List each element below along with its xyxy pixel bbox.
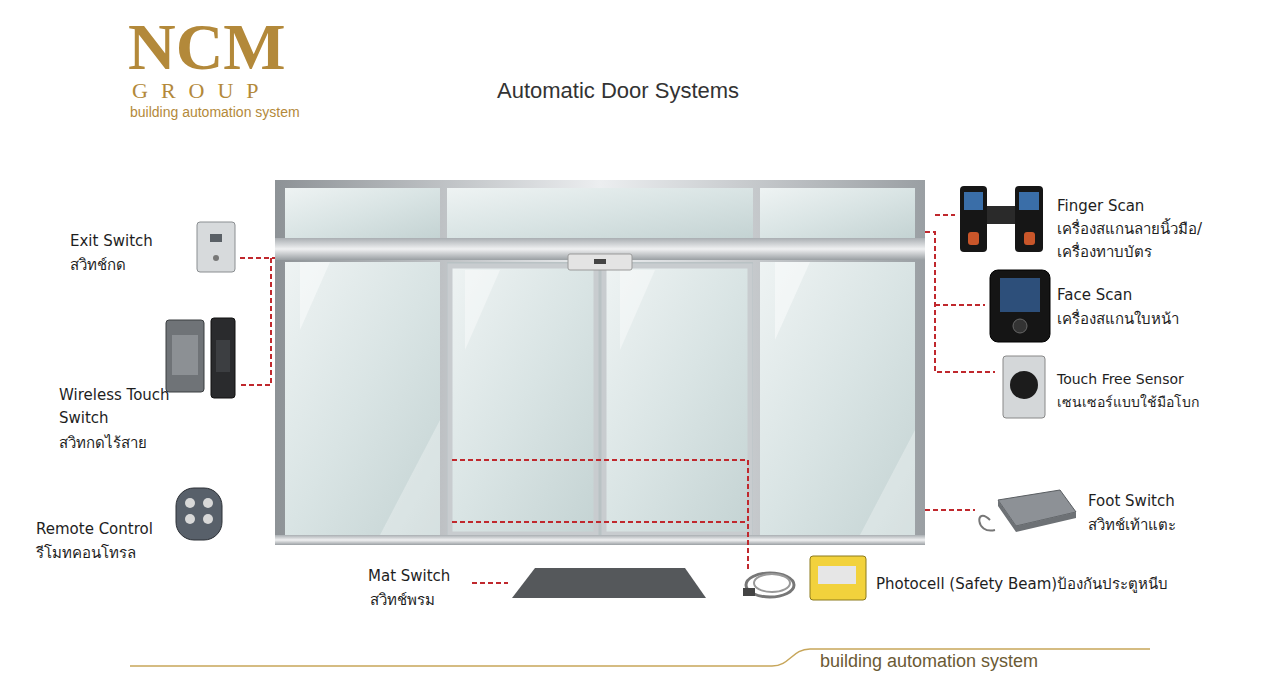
glass-reflection xyxy=(465,270,500,350)
fixed-glass xyxy=(760,262,915,535)
leader-line xyxy=(935,304,985,306)
diagram-title: Automatic Door Systems xyxy=(497,78,739,104)
foot-switch-icon xyxy=(979,490,1076,532)
reader-screen xyxy=(964,192,983,210)
finger-pad xyxy=(1024,232,1035,245)
door-frame xyxy=(275,180,925,545)
cable-coil xyxy=(754,574,790,592)
device-label: Foot Switch xyxy=(1088,490,1175,513)
mat xyxy=(512,568,706,598)
remote-button xyxy=(185,514,195,524)
device-label-thai: สวิทช์กด xyxy=(70,254,126,277)
reader-screen xyxy=(1019,192,1039,210)
device-label: Finger Scan xyxy=(1057,195,1144,218)
leader-lines xyxy=(240,215,995,583)
face-scan-icon xyxy=(990,270,1050,342)
transom-glass xyxy=(760,188,915,238)
control-box xyxy=(810,556,866,600)
device-label-thai: รีโมทคอนโทรล xyxy=(36,542,136,565)
device-label-thai: สวิทช์เท้าแตะ xyxy=(1088,514,1176,537)
finger-scan-icon xyxy=(960,186,1043,252)
leader-line xyxy=(925,509,975,511)
leader-line xyxy=(240,257,275,259)
receiver-face xyxy=(172,335,198,375)
switch-screw xyxy=(213,255,219,261)
glass-reflection xyxy=(860,430,915,535)
glass-reflection xyxy=(300,262,330,330)
device-label-thai: สวิทกดไร้สาย xyxy=(59,432,147,455)
mat-switch-icon xyxy=(512,568,706,598)
sliding-leaf xyxy=(604,266,750,534)
pedal-cable xyxy=(979,516,995,531)
glass-reflection xyxy=(620,270,655,350)
door-operator xyxy=(568,254,632,270)
device-label: Photocell (Safety Beam)ป้องกันประตูหนีบ xyxy=(876,573,1181,596)
leader-line xyxy=(452,460,748,570)
pedal-base xyxy=(998,500,1076,532)
device-label: Remote Control xyxy=(36,518,153,541)
sensor-plate xyxy=(1003,356,1045,418)
sensor-head xyxy=(743,588,755,596)
photocell-icon xyxy=(743,556,866,600)
switch-plate xyxy=(197,222,235,272)
door-opening xyxy=(447,262,753,535)
logo-wordmark: NCM xyxy=(128,14,286,80)
push-area xyxy=(216,340,230,372)
switch-button xyxy=(210,234,222,242)
box-label xyxy=(818,566,856,584)
leader-line xyxy=(935,214,955,216)
exit-switch-icon xyxy=(197,222,235,272)
glass-reflection xyxy=(380,420,440,535)
leader-line xyxy=(925,232,995,372)
operator-sensor xyxy=(594,259,606,264)
fixed-glass xyxy=(285,262,440,535)
device-label: Face Scan xyxy=(1057,284,1132,307)
remote-control-icon xyxy=(176,488,222,540)
mount-bracket xyxy=(987,206,1015,224)
scanner-camera xyxy=(1013,319,1027,333)
sliding-leaf xyxy=(450,266,596,534)
device-label: Wireless Touch Switch xyxy=(59,384,174,429)
device-label-thai: เซนเซอร์แบบใช้มือโบก xyxy=(1057,392,1199,413)
scanner-body xyxy=(990,270,1050,342)
device-label-thai: เครื่องสแกนลายนิ้วมือ/เครื่องทาบบัตร xyxy=(1057,218,1227,263)
glass-reflection xyxy=(775,262,810,340)
frame-outer xyxy=(275,180,925,545)
sensor-eye xyxy=(1010,371,1038,399)
footer-tagline: building automation system xyxy=(820,652,1038,672)
device-label: Touch Free Sensor xyxy=(1057,369,1184,390)
receiver-box xyxy=(166,320,204,392)
remote-body xyxy=(176,488,222,540)
device-label-thai: สวิทช์พรม xyxy=(370,589,435,612)
leader-line xyxy=(472,582,508,584)
device-label: Exit Switch xyxy=(70,230,153,253)
reader-body xyxy=(1015,186,1043,252)
remote-button xyxy=(203,498,213,508)
wireless-switch-icon xyxy=(166,318,235,398)
reader-body xyxy=(960,186,987,252)
scanner-screen xyxy=(1000,278,1040,312)
device-label: Mat Switch xyxy=(368,565,450,588)
door-sill xyxy=(275,535,925,545)
leader-line xyxy=(452,521,748,523)
leader-line xyxy=(240,258,271,385)
finger-pad xyxy=(968,232,979,245)
transom-glass xyxy=(285,188,440,238)
logo-subtitle: GROUP xyxy=(132,80,272,102)
touch-free-sensor-icon xyxy=(1003,356,1045,418)
remote-button xyxy=(185,498,195,508)
remote-button xyxy=(203,514,213,524)
logo-tagline: building automation system xyxy=(130,105,300,120)
transom-glass xyxy=(447,188,753,238)
device-label-thai: เครื่องสแกนใบหน้า xyxy=(1057,308,1179,331)
push-plate xyxy=(211,318,235,398)
